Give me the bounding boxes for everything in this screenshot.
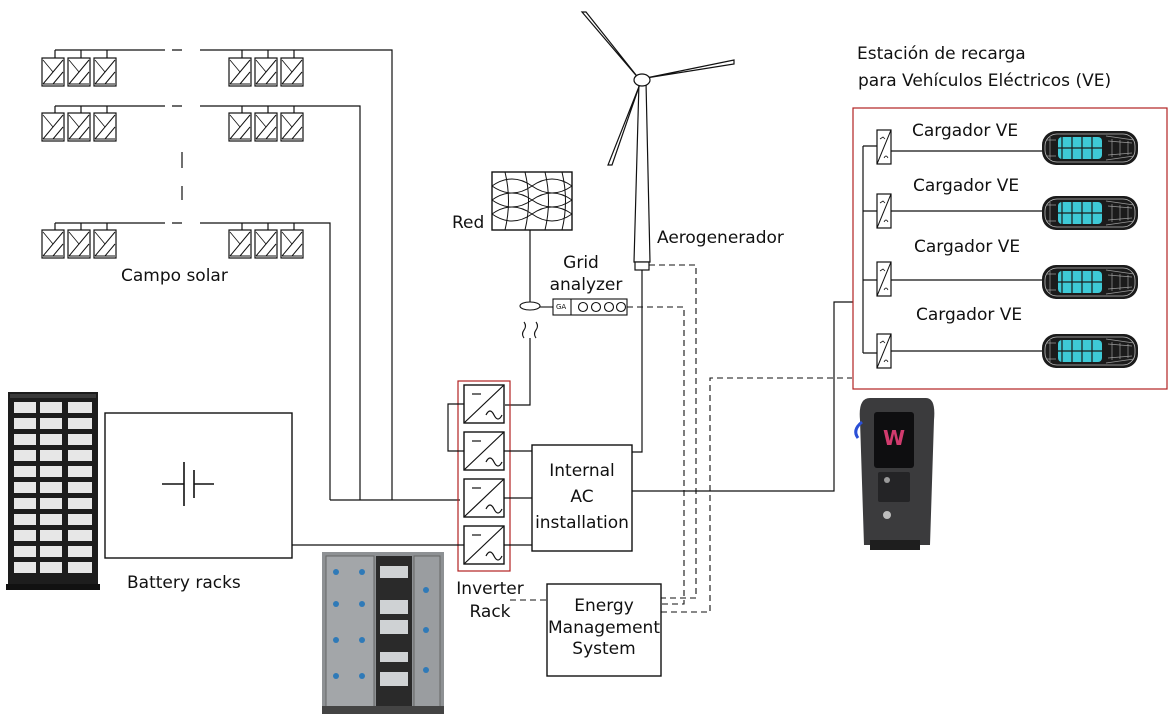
ev-feeder-line: [632, 301, 853, 492]
grid-mesh-icon: [491, 171, 573, 231]
charger-station-icon: W: [854, 398, 935, 550]
ev-charger-label-4: Cargador VE: [916, 305, 1023, 325]
solar-field-label: Campo solar: [121, 266, 228, 286]
ems-label-line2: Management: [548, 618, 660, 638]
ev-station-title-line1: Estación de recarga: [857, 44, 1026, 64]
inverter-wiring: [447, 403, 532, 546]
inverter-rack-label-line2: Rack: [469, 602, 511, 622]
inverter-rack-label-line1: Inverter: [456, 579, 524, 599]
turbine-ac-line: [632, 270, 643, 453]
ev-charger-label-1: Cargador VE: [912, 121, 1019, 141]
ev-station-frame: [852, 107, 1168, 390]
solar-field: [54, 49, 460, 501]
battery-symbol-icon: [162, 462, 214, 506]
inverter-icon: [463, 384, 505, 565]
energy-cabinet-icon: [322, 552, 444, 714]
communication-links: [510, 264, 852, 613]
ems-label-line1: Energy: [574, 596, 634, 616]
internal-ac-box: [531, 444, 633, 552]
battery-rack-icon: [6, 392, 100, 590]
grid-analyzer-label-line2: analyzer: [549, 275, 623, 295]
ev-car-icon: [1041, 130, 1139, 369]
internal-ac-label-line3: installation: [535, 513, 629, 533]
inverter-rack-frame: [457, 380, 511, 572]
grid-feeder-line: [505, 230, 531, 406]
transformer-icon: [519, 301, 541, 339]
charger-unit-icon: [876, 129, 892, 369]
ev-charger-label-2: Cargador VE: [913, 176, 1020, 196]
meter-tag: GA: [556, 303, 567, 311]
ev-station-title-line2: para Vehículos Eléctricos (VE): [858, 71, 1112, 91]
meter-icon: [540, 298, 628, 316]
wind-turbine-label: Aerogenerador: [657, 228, 784, 248]
ev-charger-label-3: Cargador VE: [914, 237, 1021, 257]
svg-text:W: W: [883, 426, 905, 450]
internal-ac-label-line1: Internal: [549, 461, 615, 481]
wind-turbine-icon: [580, 11, 735, 271]
grid-label: Red: [452, 213, 485, 233]
internal-ac-label-line2: AC: [570, 487, 594, 507]
battery-box: [104, 412, 293, 559]
ev-bus-lines: [862, 145, 1044, 354]
grid-analyzer-label-line1: Grid: [563, 253, 599, 273]
ems-box: [546, 583, 662, 677]
ems-label-line3: System: [572, 639, 636, 659]
battery-racks-label: Battery racks: [127, 573, 241, 593]
